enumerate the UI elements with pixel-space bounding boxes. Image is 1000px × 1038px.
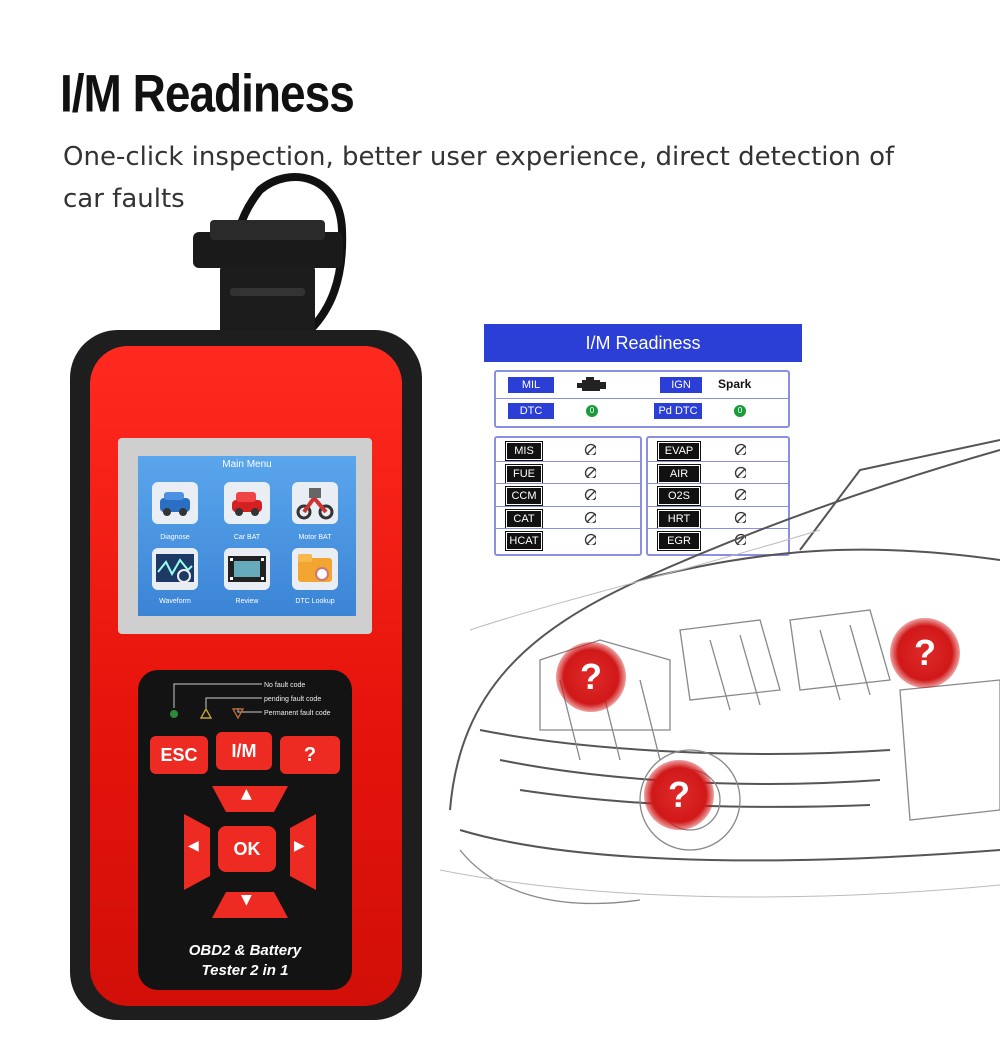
device-screen: Main Menu Diagnose Car BAT Motor BAT Wav… — [138, 456, 356, 616]
monitor-divider — [496, 460, 640, 462]
not-supported-icon — [734, 488, 746, 500]
menu-label-review: Review — [235, 598, 259, 605]
fault-marker-2: ? — [890, 618, 960, 688]
not-supported-icon — [584, 488, 596, 500]
obd-cable-icon — [193, 173, 347, 336]
right-monitor-tag: HRT — [657, 508, 701, 529]
im-button[interactable]: I/M — [216, 732, 272, 770]
legend-lines — [173, 683, 262, 713]
right-arrow-button[interactable]: ▶ — [294, 838, 305, 854]
not-supported-icon — [734, 466, 746, 478]
mil-tag: MIL — [508, 377, 554, 393]
motorcycle-battery-icon[interactable] — [292, 482, 338, 524]
left-monitor-tag: FUE — [505, 463, 543, 484]
right-monitor-tag: EGR — [657, 531, 701, 551]
fault-marker-3: ? — [644, 760, 714, 830]
page-title: I/M Readiness — [60, 63, 355, 123]
ign-value: Spark — [718, 377, 752, 391]
legend-pending-fault: pending fault code — [264, 696, 322, 703]
right-monitor-tag: EVAP — [657, 441, 701, 461]
esc-button[interactable]: ESC — [150, 736, 208, 774]
car-wrench-icon[interactable] — [152, 482, 198, 524]
monitor-divider — [648, 460, 788, 462]
dtc-value: 0 — [586, 405, 598, 417]
monitor-divider — [648, 528, 788, 529]
waveform-icon[interactable] — [152, 548, 198, 590]
menu-label-motor-bat: Motor BAT — [298, 534, 332, 541]
device-label-line1: OBD2 & Battery — [188, 942, 302, 959]
car-battery-icon[interactable] — [224, 482, 270, 524]
pd-dtc-value: 0 — [734, 405, 746, 417]
transparent-car-illustration — [440, 439, 1000, 905]
page-subtitle: One-click inspection, better user experi… — [63, 142, 895, 214]
fault-marker-1: ? — [556, 642, 626, 712]
not-supported-icon — [734, 443, 746, 455]
keypad-panel: No fault code pending fault code Permane… — [138, 670, 352, 990]
led-warning-icon — [200, 708, 212, 719]
readiness-summary-box: MIL IGN Spark DTC 0 Pd DTC 0 — [494, 370, 790, 428]
left-monitor-tag: HCAT — [505, 531, 543, 551]
folder-search-icon[interactable] — [292, 548, 338, 590]
film-icon[interactable] — [224, 548, 270, 590]
readiness-title: I/M Readiness — [484, 324, 802, 362]
monitor-divider — [648, 505, 788, 507]
not-supported-icon — [584, 466, 596, 478]
not-supported-icon — [584, 511, 596, 523]
not-supported-icon — [734, 511, 746, 523]
not-supported-icon — [584, 533, 596, 545]
engine-icon — [577, 377, 606, 391]
monitor-divider — [496, 483, 640, 484]
led-permanent-icon — [232, 708, 244, 719]
left-monitor-tag: MIS — [505, 441, 543, 461]
monitor-divider — [648, 483, 788, 484]
right-monitor-tag: AIR — [657, 463, 701, 484]
ign-tag: IGN — [660, 377, 702, 393]
not-supported-icon — [584, 443, 596, 455]
screen-title: Main Menu — [222, 459, 272, 470]
dtc-tag: DTC — [508, 403, 554, 419]
left-monitor-tag: CCM — [505, 486, 543, 506]
left-monitor-tag: CAT — [505, 508, 543, 529]
monitor-divider — [496, 528, 640, 529]
device-label-line2: Tester 2 in 1 — [201, 962, 289, 979]
left-arrow-button[interactable]: ◀ — [188, 838, 199, 854]
up-arrow-button[interactable]: ▲ — [241, 786, 252, 802]
menu-label-diagnose: Diagnose — [160, 534, 190, 541]
pd-dtc-tag: Pd DTC — [654, 403, 702, 419]
right-monitor-tag: O2S — [657, 486, 701, 506]
ok-button[interactable]: OK — [218, 826, 276, 872]
dpad — [184, 786, 316, 918]
menu-label-car-bat: Car BAT — [233, 534, 261, 541]
down-arrow-button[interactable]: ▼ — [241, 892, 252, 908]
led-green-icon — [170, 710, 178, 718]
menu-label-dtc-lookup: DTC Lookup — [295, 598, 335, 605]
legend-no-fault: No fault code — [264, 682, 306, 689]
monitor-divider — [496, 505, 640, 507]
menu-label-waveform: Waveform — [159, 598, 191, 605]
legend-permanent-fault: Permanent fault code — [264, 710, 331, 717]
help-button[interactable]: ? — [280, 736, 340, 774]
